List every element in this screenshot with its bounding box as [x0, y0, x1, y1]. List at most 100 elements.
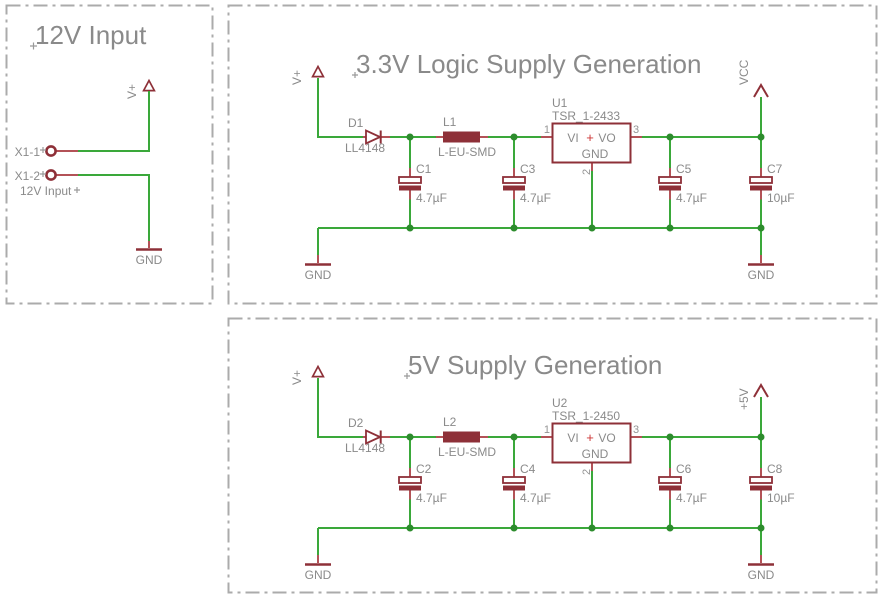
junction-dot [757, 524, 765, 532]
gnd-symbol-left[interactable]: GND [305, 228, 332, 282]
value-label: L-EU-SMD [438, 145, 496, 159]
value-label: 4.7µF [416, 191, 447, 205]
ref-label: C8 [767, 462, 783, 476]
frame-border [227, 4, 878, 305]
gnd-symbol-right[interactable]: GND [748, 528, 775, 582]
supply-vplus-symbol[interactable]: V+ [290, 364, 325, 386]
frame-title: 3.3V Logic Supply Generation [356, 49, 701, 79]
frame-5v-supply: 5V Supply Generation V+ D2 LL4148 L2 L-E… [227, 317, 878, 594]
connector-pin-x1-2[interactable]: X1-2 [15, 169, 78, 183]
ref-label: D2 [348, 416, 364, 430]
pin-number-2: 2 [581, 469, 593, 475]
reg-vi-label: VI [567, 431, 578, 445]
reg-plus-label: + [586, 430, 594, 445]
gnd-label: GND [136, 253, 163, 267]
net-wire-input[interactable] [317, 378, 364, 438]
reg-gnd-label: GND [582, 447, 609, 461]
net-wire-gnd[interactable] [78, 174, 150, 241]
capacitor-c6[interactable]: C6 4.7µF [658, 437, 707, 528]
net-wire-input[interactable] [317, 78, 364, 138]
capacitor-c2[interactable]: C2 4.7µF [398, 437, 447, 528]
ref-label: L2 [443, 415, 457, 429]
gnd-symbol[interactable]: GND [136, 241, 163, 267]
junction-dot [406, 433, 414, 441]
ref-label: C2 [416, 462, 432, 476]
regulator-u1[interactable]: U1 TSR_1-2433 VI + VO GND 1 3 2 [541, 96, 643, 175]
value-label: 4.7µF [520, 191, 551, 205]
gnd-label: GND [748, 268, 775, 282]
net-wire-vplus[interactable] [78, 91, 150, 152]
value-label: 4.7µF [676, 491, 707, 505]
cap-plate-top [502, 476, 526, 484]
cap-plate-top [658, 176, 682, 184]
supply-vcc-symbol[interactable]: VCC [737, 59, 769, 98]
gnd-label: GND [305, 268, 332, 282]
vplus-triangle-icon [311, 64, 325, 78]
frame-border [5, 4, 214, 305]
cap-plate-bottom [503, 185, 525, 191]
gnd-symbol-left[interactable]: GND [305, 528, 332, 582]
ref-label: C6 [676, 462, 692, 476]
ref-label: C4 [520, 462, 536, 476]
diode-triangle-icon [365, 129, 383, 145]
text-origin-cross [40, 171, 46, 177]
frame-border [227, 317, 878, 594]
regulator-u2[interactable]: U2 TSR_1-2450 VI + VO GND 1 3 2 [541, 396, 643, 475]
ref-label: C3 [520, 162, 536, 176]
value-label: 10µF [767, 491, 795, 505]
gnd-symbol-right[interactable]: GND [748, 228, 775, 282]
value-label: LL4148 [345, 141, 385, 155]
supply-5v-symbol[interactable]: +5V [737, 383, 769, 410]
pin-number-2: 2 [581, 169, 593, 175]
cap-plate-top [749, 176, 773, 184]
net-wire-output[interactable] [642, 97, 762, 138]
junction-dot [757, 133, 765, 141]
ref-label: L1 [443, 115, 457, 129]
ref-label: C5 [676, 162, 692, 176]
junction-dot [757, 224, 765, 232]
capacitor-c4[interactable]: C4 4.7µF [502, 437, 551, 528]
capacitor-c3[interactable]: C3 4.7µF [502, 137, 551, 228]
value-label: 10µF [767, 191, 795, 205]
connector-value-label: 12V Input [20, 184, 80, 198]
connector-value-text: 12V Input [20, 184, 72, 198]
junction-dot [588, 224, 596, 232]
supply-vplus-symbol[interactable]: V+ [125, 78, 156, 100]
vplus-label: V+ [290, 70, 304, 85]
frame-12v-input: 12V Input V+ X1-1 X1-2 12V Input GND [5, 4, 214, 305]
text-origin-cross [30, 42, 37, 50]
pin-number-3: 3 [633, 124, 639, 136]
cap-plate-top [398, 476, 422, 484]
capacitor-c1[interactable]: C1 4.7µF [398, 137, 447, 228]
vplus-label: V+ [290, 370, 304, 385]
ref-label: U2 [552, 396, 568, 410]
cap-plate-bottom [659, 485, 681, 491]
cap-plate-bottom [659, 185, 681, 191]
junction-dot [666, 433, 674, 441]
gnd-label: GND [305, 568, 332, 582]
diode-triangle-icon [365, 429, 383, 445]
supply-vplus-symbol[interactable]: V+ [290, 64, 325, 86]
capacitor-c8[interactable]: C8 10µF [749, 437, 795, 528]
cap-plate-top [398, 176, 422, 184]
junction-dots [406, 433, 765, 532]
ref-label: U1 [552, 96, 568, 110]
junction-dot [588, 524, 596, 532]
capacitor-c5[interactable]: C5 4.7µF [658, 137, 707, 228]
ref-label: C7 [767, 162, 783, 176]
frame-title: 5V Supply Generation [408, 350, 662, 380]
junction-dot [406, 224, 414, 232]
diode-d2[interactable]: D2 LL4148 [345, 416, 391, 455]
diode-d1[interactable]: D1 LL4148 [345, 116, 391, 155]
text-origin-cross [352, 72, 358, 78]
value-label: 4.7µF [520, 491, 551, 505]
inductor-l2[interactable]: L2 L-EU-SMD [436, 415, 496, 459]
pin-number-3: 3 [633, 424, 639, 436]
connector-pin-x1-1[interactable]: X1-1 [15, 145, 78, 159]
value-label: TSR_1-2433 [552, 109, 620, 123]
text-origin-cross [404, 373, 410, 379]
capacitor-c7[interactable]: C7 10µF [749, 137, 795, 228]
cap-plate-bottom [503, 485, 525, 491]
inductor-l1[interactable]: L1 L-EU-SMD [436, 115, 496, 159]
